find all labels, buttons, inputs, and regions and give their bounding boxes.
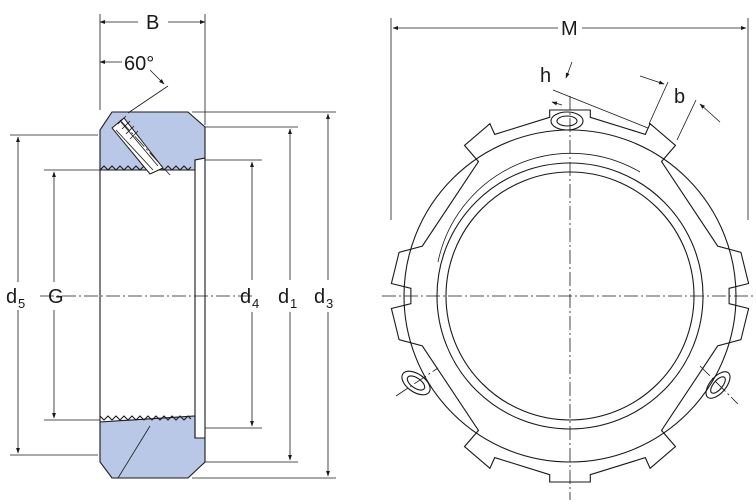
angle-label: 60° [124, 53, 154, 75]
dim-B-label: B [146, 12, 159, 34]
locking-screw [111, 115, 164, 175]
screw-hole-top [550, 111, 584, 131]
dim-d4-label: d [240, 286, 251, 308]
dim-d5-sub: 5 [18, 296, 25, 311]
bottom-section [99, 415, 206, 479]
thread-arc [437, 153, 641, 263]
dim-d1-sub: 1 [290, 296, 297, 311]
screw-hole-right [699, 365, 739, 405]
dim-G-label: G [48, 286, 64, 308]
dim-d3-label: d [314, 286, 325, 308]
thread-bottom [99, 415, 192, 421]
dim-d1-label: d [278, 286, 289, 308]
dim-d4-sub: 4 [252, 296, 259, 311]
section-view: B 60° d 5 G d 4 d 1 [6, 12, 336, 479]
screw-hole-left [395, 367, 439, 397]
dim-M-label: M [561, 18, 578, 40]
dim-b-label: b [674, 86, 685, 108]
dim-d5-label: d [6, 286, 17, 308]
outer-rim-with-slots [390, 109, 750, 483]
dim-h-label: h [540, 65, 551, 87]
dim-d3-sub: 3 [326, 296, 333, 311]
front-view: M h b [382, 18, 756, 500]
